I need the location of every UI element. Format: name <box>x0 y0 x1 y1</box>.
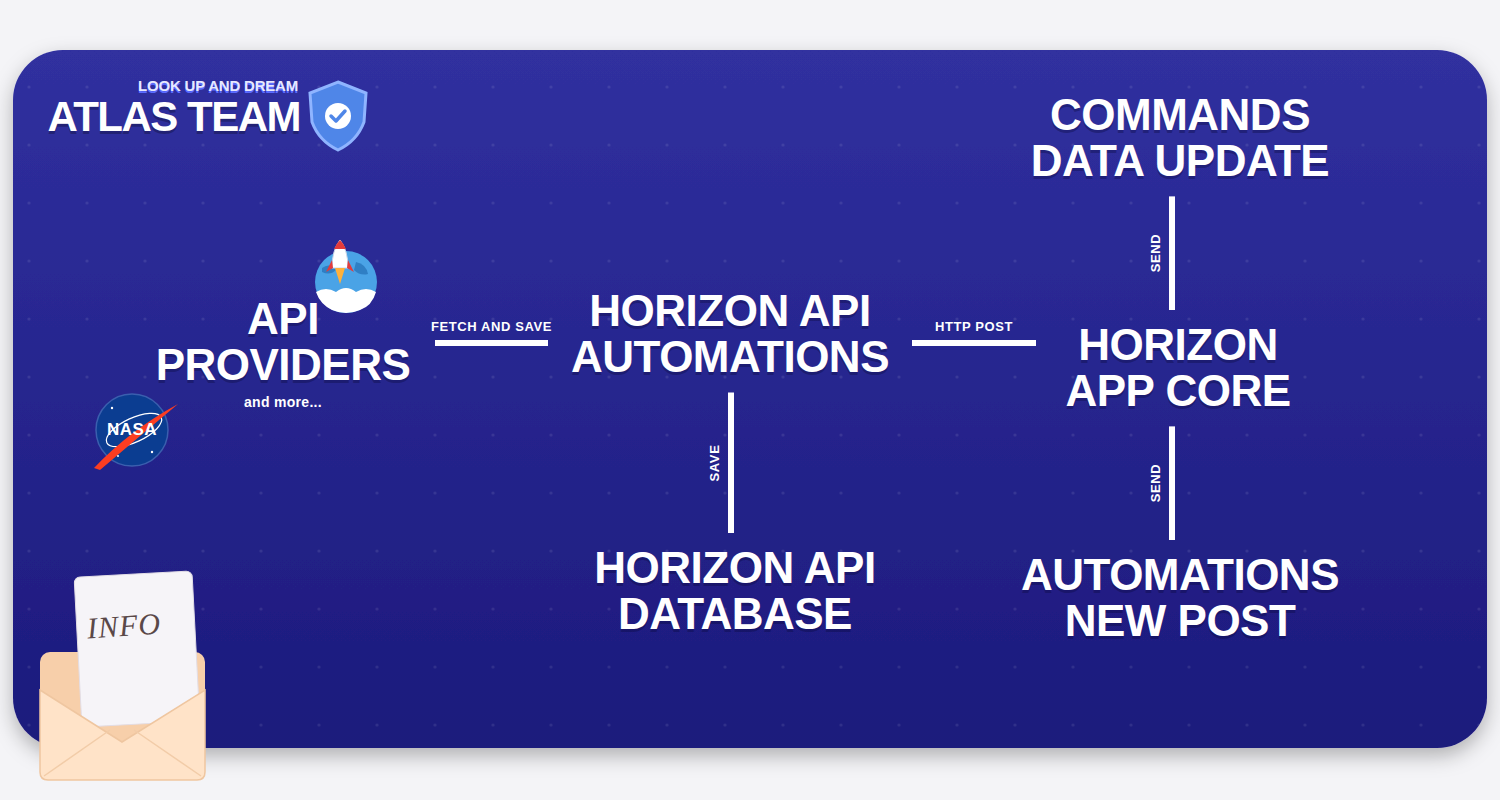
node-text-box: HORIZON API AUTOMATIONS <box>560 288 900 380</box>
edge-label: FETCH AND SAVE <box>431 319 552 334</box>
rocket-body <box>332 240 348 268</box>
rocket-nose <box>334 240 346 249</box>
planet-clouds <box>316 288 376 313</box>
envelope-fold <box>44 730 201 776</box>
check-mark <box>331 111 345 121</box>
shield-badge <box>325 103 351 129</box>
planet-land <box>354 262 368 275</box>
node-title: HORIZON APP CORE <box>1048 322 1308 414</box>
node-note: and more... <box>143 394 423 410</box>
connector-line <box>912 340 1036 346</box>
edge-label: SEND <box>1148 234 1163 273</box>
nasa-orbit <box>102 406 167 453</box>
edge-label: SEND <box>1148 464 1163 503</box>
connector-line <box>1169 196 1175 310</box>
node-text-box: AUTOMATIONS NEW POST <box>1010 552 1350 644</box>
nasa-swoosh <box>94 404 178 470</box>
node-title: API PROVIDERS <box>143 296 423 388</box>
tagline: LOOK UP AND DREAM <box>138 77 298 94</box>
logo-text: NASA <box>107 420 157 440</box>
node-text-box: HORIZON APP CORE <box>1048 322 1308 414</box>
letter-text: INFO <box>86 606 162 645</box>
node-text-box: API PROVIDERS and more... <box>143 296 423 410</box>
background-panel <box>13 50 1487 748</box>
edge-label: HTTP POST <box>935 319 1013 334</box>
star-dot <box>151 451 153 453</box>
envelope-front <box>40 690 205 780</box>
node-text-box: HORIZON API DATABASE <box>565 545 905 637</box>
letter-paper <box>74 571 200 727</box>
connector-line <box>728 392 734 533</box>
node-text-box: COMMANDS DATA UPDATE <box>1010 92 1350 184</box>
logo-text: ATLAS TEAM <box>47 96 300 138</box>
node-title: COMMANDS DATA UPDATE <box>1010 92 1350 184</box>
node-title: HORIZON API AUTOMATIONS <box>560 288 900 380</box>
shield-icon <box>310 82 366 150</box>
node-title: AUTOMATIONS NEW POST <box>1010 552 1350 644</box>
edge-label: SAVE <box>707 444 722 481</box>
star-dot <box>117 455 119 457</box>
connector-line <box>435 340 548 346</box>
dot-grid <box>13 50 1487 748</box>
nasa-logo <box>96 394 168 466</box>
rocket-flame <box>335 268 345 284</box>
star-dot <box>111 407 113 409</box>
node-title: HORIZON API DATABASE <box>565 545 905 637</box>
connector-line <box>1169 426 1175 540</box>
